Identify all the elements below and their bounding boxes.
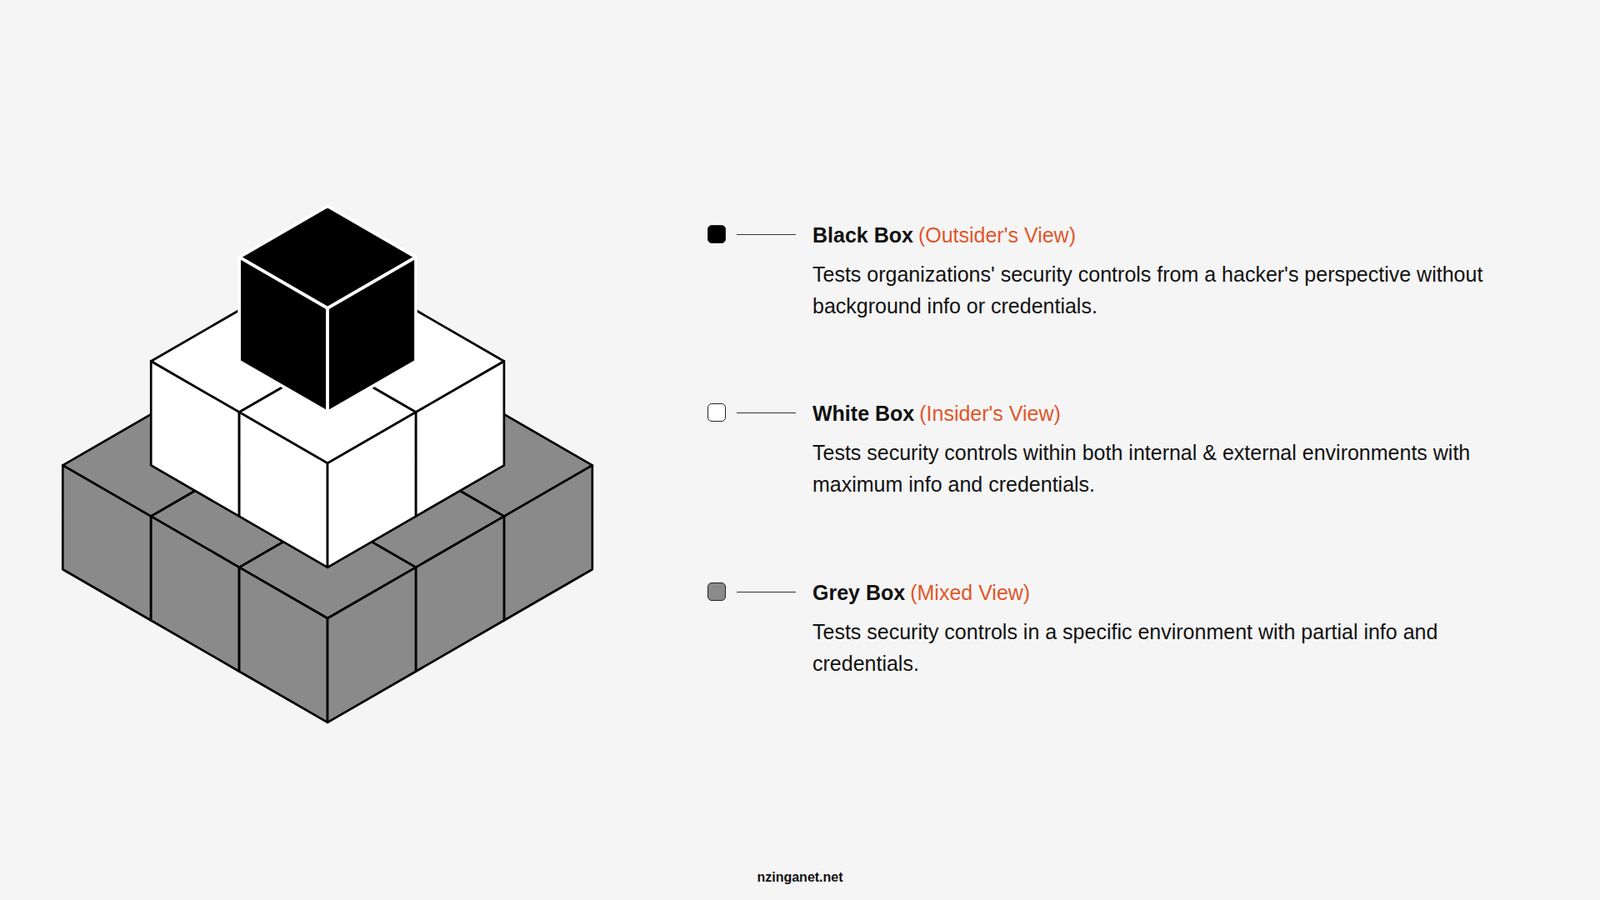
cube-left-face [62,465,151,620]
legend-swatch [707,403,726,422]
leader-line [736,234,796,235]
leader-line [736,412,796,414]
description-text: Tests security controls within both inte… [812,436,1546,500]
legend-title-row: White Box(Insider's View) [812,400,1546,427]
cube-right-face [415,360,505,516]
legend-swatch [707,225,726,244]
cube-right-face [504,465,593,620]
description-text: Tests security controls in a specific en… [812,615,1546,680]
cube-left-face [150,360,240,516]
cube-right-face [327,567,416,723]
leader-line [736,591,796,593]
cube-right-face [327,412,416,568]
cube-left-face [239,412,328,568]
legend-title-row: Black Box(Outsider's View) [812,221,1546,249]
legend-text-column: White Box(Insider's View) Tests security … [812,400,1546,500]
legend-swatch [707,582,726,601]
legend-entry: Grey Box(Mixed View)Tests security contr… [707,579,1541,696]
legend-title: Grey Box [812,580,905,605]
legend-text-column: Black Box(Outsider's View) Tests organiza… [812,221,1546,322]
legend-title: White Box [812,401,915,425]
legend-text-column: Grey Box(Mixed View) Tests security contr… [812,579,1546,680]
cube-left-face [150,516,240,672]
legend-title-row: Grey Box(Mixed View) [812,579,1546,606]
legend-title: Black Box [812,223,914,247]
cube-right-face [327,257,416,413]
cube-right-face [415,516,505,672]
view-subtitle: (Mixed View) [910,580,1030,605]
footer-url: nzinganet.net [0,870,1600,885]
description-text: Tests organizations' security controls f… [812,258,1546,322]
cube-left-face [239,257,328,413]
legend-entry: White Box(Insider's View)Tests security … [707,400,1541,517]
legend-entry: Black Box(Outsider's View)Tests organiza… [707,221,1541,339]
view-subtitle: (Insider's View) [919,401,1061,425]
view-subtitle: (Outsider's View) [918,223,1076,247]
cube-left-face [239,567,328,723]
